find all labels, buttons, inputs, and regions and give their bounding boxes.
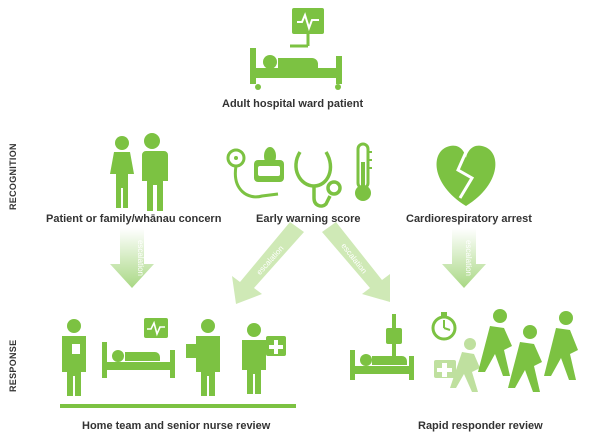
- hospital-bed-monitor-icon: [250, 8, 342, 90]
- running-team-icon: [434, 309, 578, 392]
- concern-label: Patient or family/whānau concern: [46, 213, 222, 225]
- rapid-responder-label: Rapid responder review: [418, 420, 543, 432]
- escalation-arrow-left: [110, 228, 154, 288]
- iv-drip-icon: [350, 314, 414, 380]
- thermometer-icon: [355, 142, 372, 201]
- escalation-text-right: escalation: [464, 240, 473, 276]
- home-team-label: Home team and senior nurse review: [82, 420, 271, 432]
- doctor-icon: [186, 319, 220, 396]
- doctor-icon: [62, 319, 86, 396]
- stopwatch-icon: [431, 312, 457, 341]
- hospital-bed-monitor-icon: [102, 318, 175, 378]
- broken-heart-icon: [436, 145, 496, 206]
- escalation-arrow-ews-right: [322, 222, 390, 302]
- recognition-side-label: RECOGNITION: [8, 143, 18, 210]
- response-side-label: RESPONSE: [8, 339, 18, 392]
- escalation-text-left: escalation: [136, 240, 145, 276]
- escalation-arrow-right: [442, 228, 486, 288]
- arrest-label: Cardiorespiratory arrest: [406, 213, 532, 225]
- family-icon: [110, 133, 168, 211]
- stethoscope-icon: [294, 151, 342, 208]
- ews-label: Early warning score: [256, 213, 361, 225]
- nurse-icon: [242, 323, 286, 394]
- response-baseline: [60, 404, 296, 408]
- blood-pressure-cuff-icon: [226, 147, 284, 199]
- escalation-arrow-ews-left: [232, 222, 304, 304]
- top-patient-label: Adult hospital ward patient: [222, 98, 364, 110]
